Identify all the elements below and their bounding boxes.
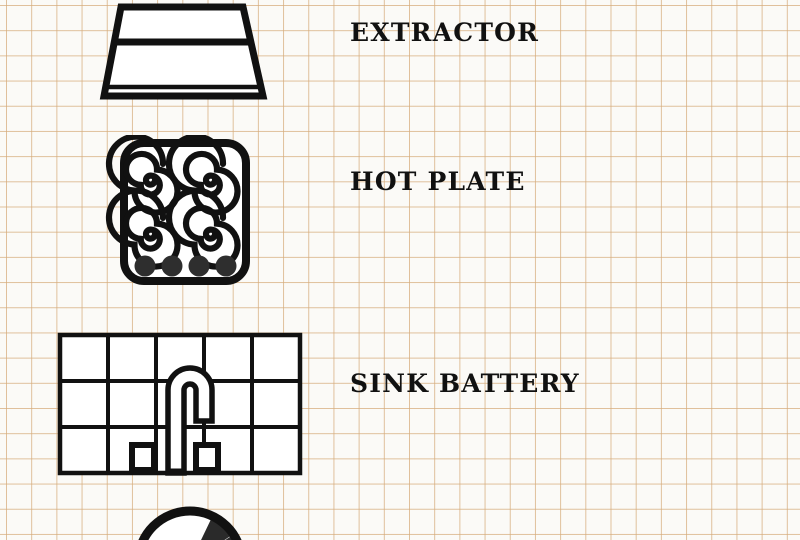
legend-label-extractor: EXTRACTOR: [350, 18, 540, 47]
burner-spiral-icon: [165, 187, 241, 270]
extractor-hood-icon: [99, 3, 268, 100]
extractor-icon-cell[interactable]: [0, 0, 330, 135]
wall-fitting-icon: [193, 442, 221, 473]
legend-label-hot-plate: HOT PLATE: [350, 167, 526, 196]
burner-knob-icon: [215, 255, 237, 277]
burner-knob-icon: [188, 255, 210, 277]
burner-spiral-icon: [105, 135, 181, 216]
hot-plate-icon-cell[interactable]: [0, 135, 330, 300]
burner-knob-icon: [134, 255, 156, 277]
legend-label-sink-battery: SINK BATTERY: [350, 369, 580, 398]
legend-row-cropped: [0, 505, 800, 540]
legend-row: SINK BATTERY: [0, 325, 800, 490]
legend-row: HOT PLATE: [0, 135, 800, 300]
wall-fitting-icon: [129, 442, 157, 473]
burner-spiral-icon: [105, 187, 181, 270]
fan-circle-icon: [138, 506, 245, 540]
fan-icon-cell[interactable]: [0, 505, 330, 540]
burner-spiral-icon: [165, 135, 241, 216]
legend-row: EXTRACTOR: [0, 0, 800, 135]
sink-battery-icon: [57, 332, 303, 476]
burner-knob-icon: [161, 255, 183, 277]
faucet-icon: [165, 365, 215, 476]
sink-battery-icon-cell[interactable]: [0, 325, 330, 490]
hot-plate-icon: [105, 135, 250, 285]
